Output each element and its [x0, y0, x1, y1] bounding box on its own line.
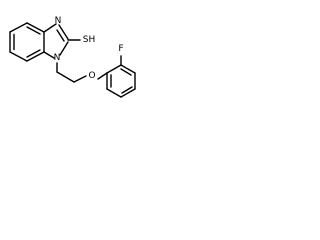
bond — [120, 88, 136, 98]
bond — [43, 51, 55, 59]
bond — [106, 88, 122, 98]
bond — [26, 22, 45, 33]
bond — [73, 75, 87, 83]
double-bond-inner — [26, 49, 41, 58]
atom-label-fluorine: F — [118, 44, 123, 54]
atom-label-thiol: SH — [83, 35, 95, 45]
double-bond-inner — [56, 29, 65, 42]
fluorophenyl-ring — [97, 55, 136, 98]
bond — [56, 71, 75, 83]
double-bond-inner — [120, 68, 132, 76]
imidazole-ring — [43, 23, 81, 59]
bond — [59, 41, 69, 56]
bond — [120, 64, 136, 74]
ethyl-linker — [56, 62, 87, 83]
bond — [9, 51, 28, 62]
atom-label-nitrogen-top: N — [55, 16, 62, 26]
bond — [26, 51, 45, 62]
double-bond-inner — [121, 86, 133, 94]
bond — [97, 72, 108, 80]
bond — [43, 23, 57, 33]
atom-label-oxygen: O — [88, 71, 95, 81]
chemical-structure-diagram: N SH N O F — [9, 16, 136, 98]
benzene-ring-fused — [9, 22, 45, 62]
double-bond-inner — [26, 26, 41, 35]
bond — [9, 22, 28, 33]
bond — [58, 24, 69, 40]
atom-label-nitrogen-bottom: N — [54, 53, 61, 63]
bond — [106, 64, 122, 74]
